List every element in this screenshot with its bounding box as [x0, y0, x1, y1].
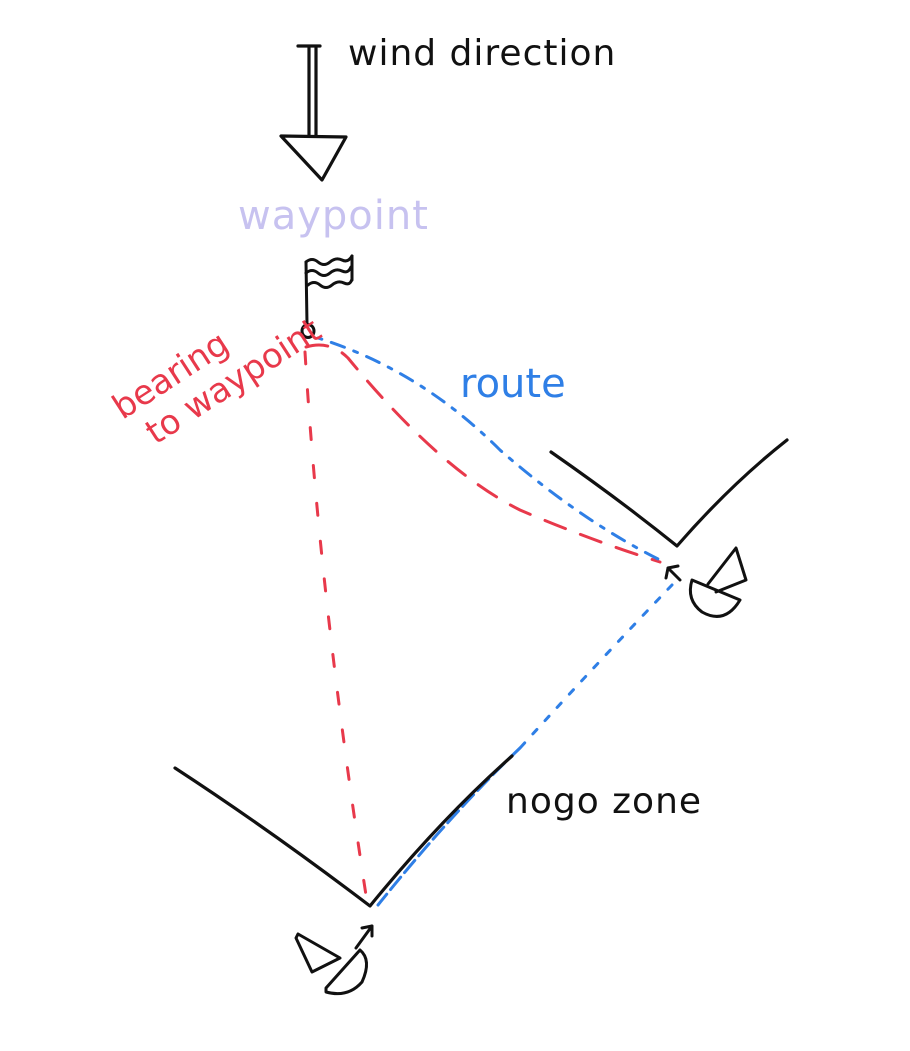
bearing-lines	[303, 343, 662, 910]
waypoint-label: waypoint	[238, 193, 429, 239]
wind-arrow-icon	[279, 44, 348, 182]
wind-direction-label: wind direction	[348, 33, 617, 74]
sailboat-icon	[294, 924, 374, 996]
nogo-zone-bottom	[173, 754, 514, 908]
waypoint-flag-icon	[300, 254, 354, 339]
nogo-zone-label: nogo zone	[506, 781, 703, 822]
sailboat-icon	[664, 546, 748, 618]
route-label: route	[460, 361, 566, 407]
nogo-zone-right	[549, 438, 789, 548]
